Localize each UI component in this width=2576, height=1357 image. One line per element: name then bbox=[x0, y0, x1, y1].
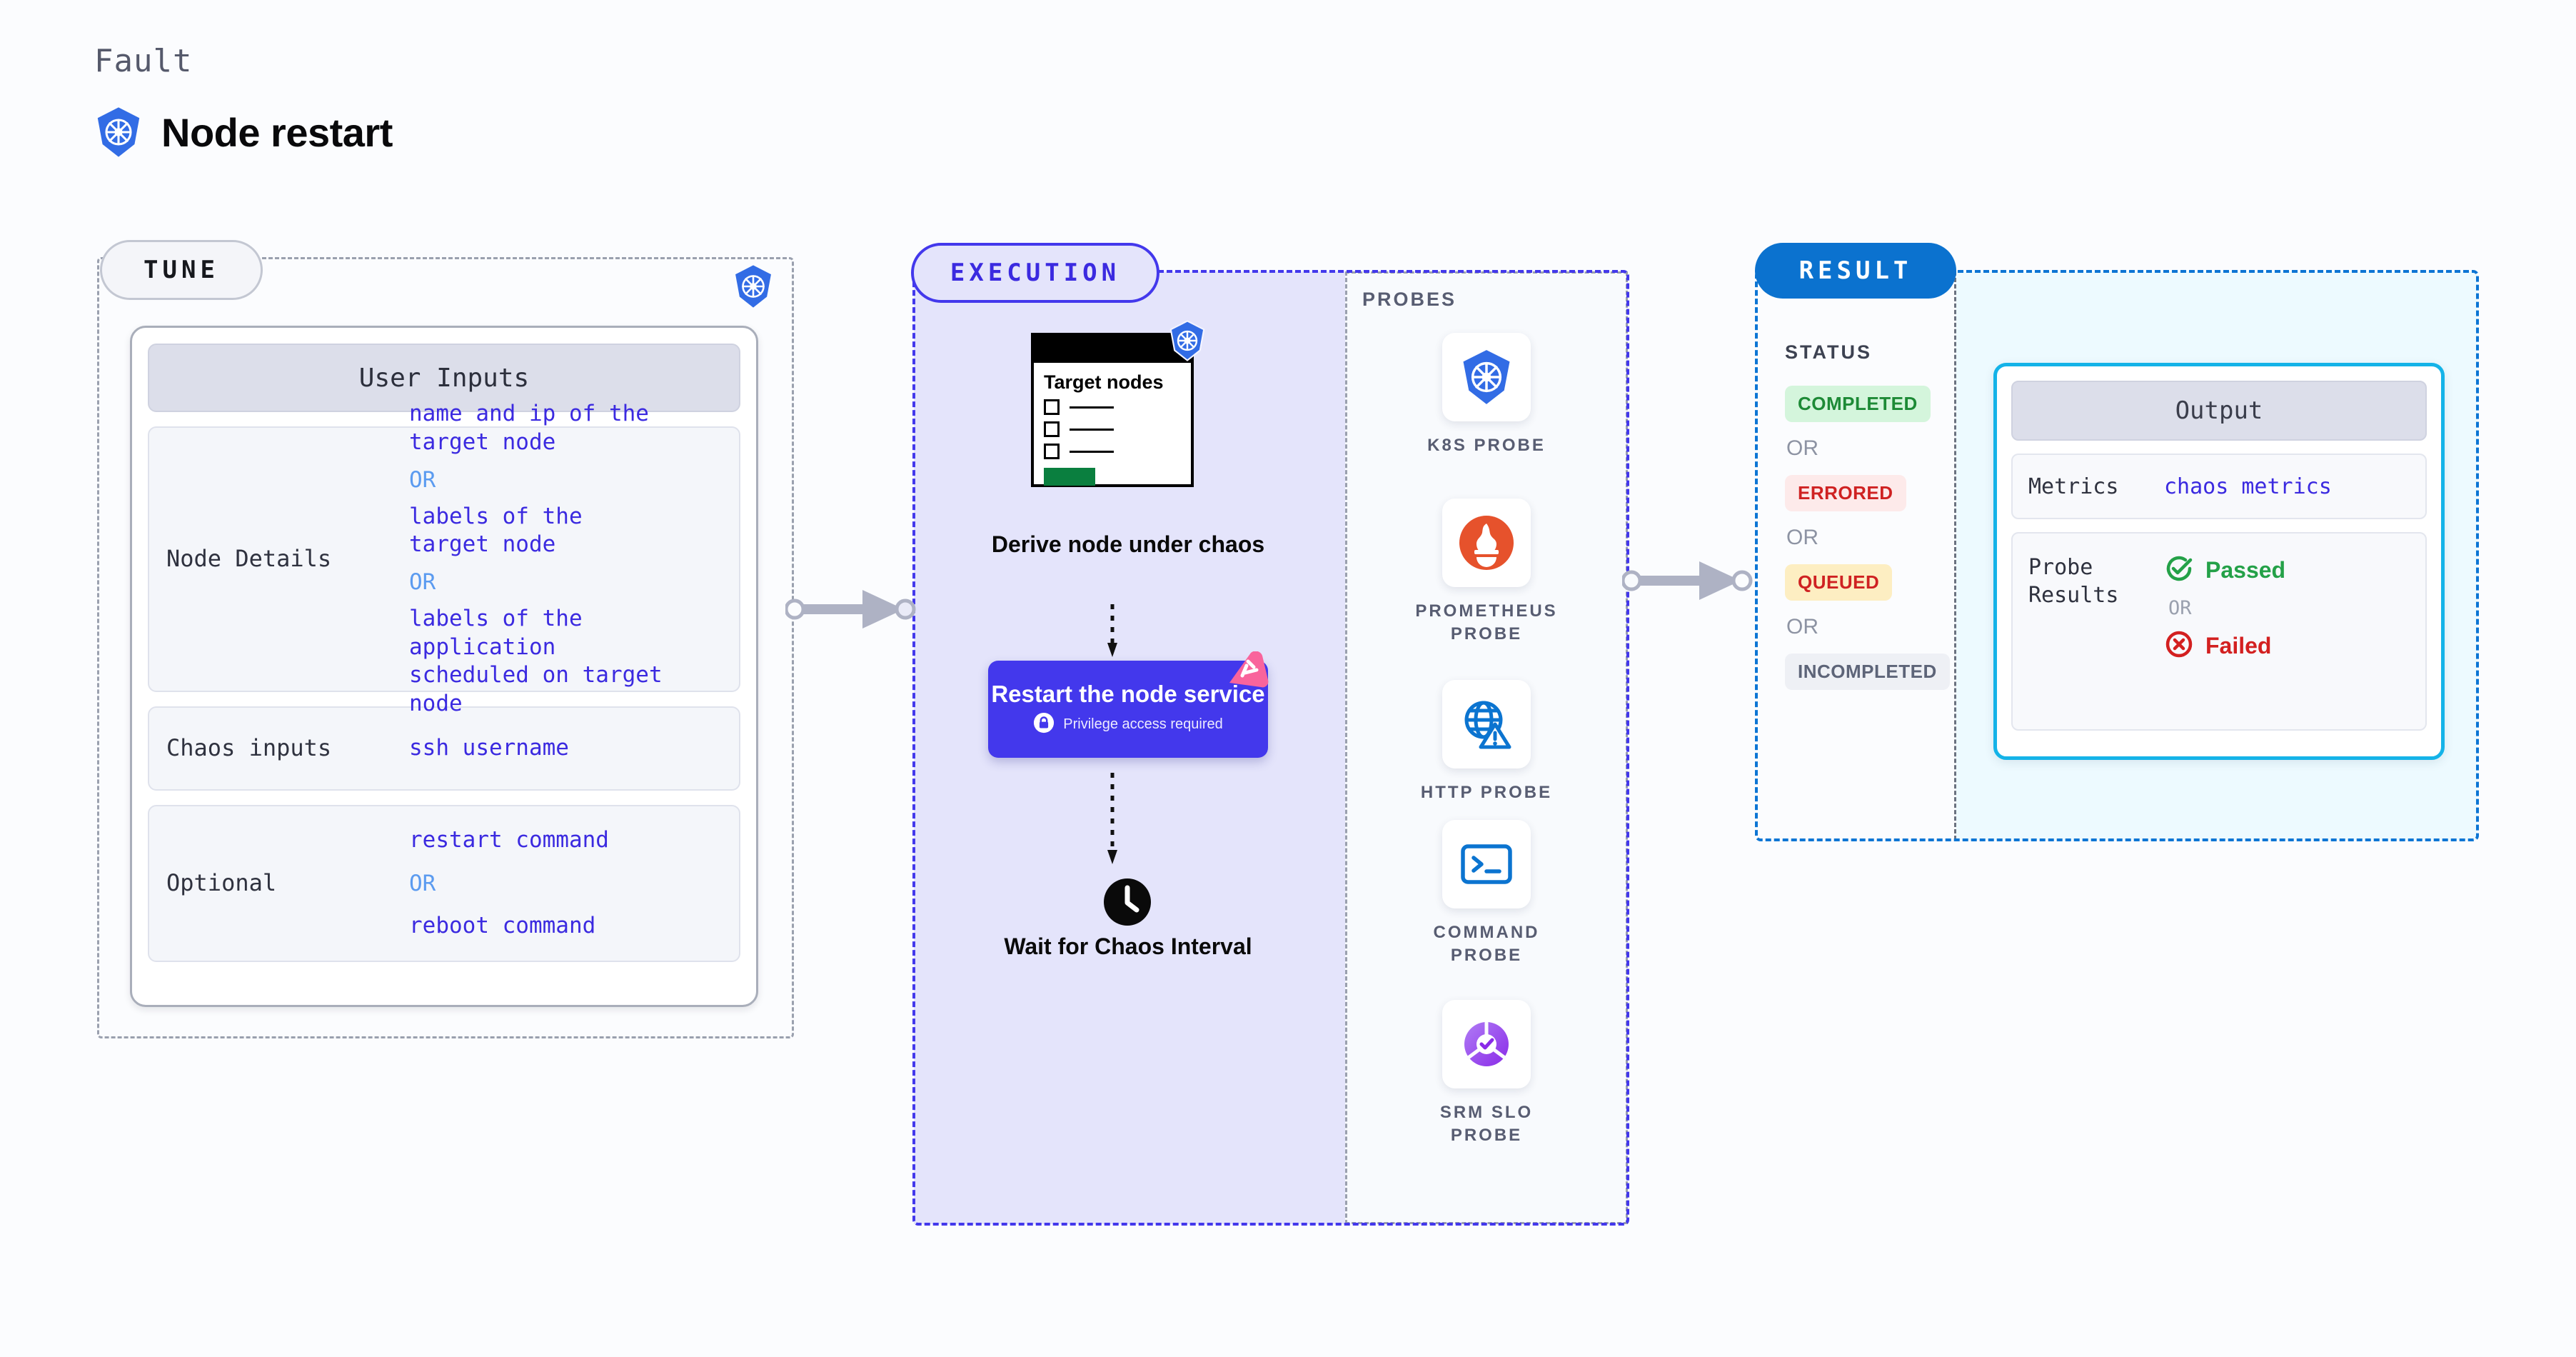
probe-label: COMMAND PROBE bbox=[1433, 923, 1540, 966]
list-item bbox=[1044, 399, 1181, 416]
row-value: restart command bbox=[409, 827, 609, 853]
status-separator: OR bbox=[1786, 615, 1818, 639]
result-status-region bbox=[1756, 271, 1956, 840]
x-circle-icon bbox=[2164, 629, 2194, 663]
status-section-label: STATUS bbox=[1785, 341, 1872, 363]
chaos-ribbon-icon bbox=[1227, 651, 1271, 696]
row-key: Chaos inputs bbox=[166, 734, 332, 762]
output-card: Output Metrics chaos metrics Probe Resul… bbox=[1993, 363, 2445, 760]
flow-arrow-down bbox=[1107, 773, 1117, 864]
checkbox-icon bbox=[1044, 421, 1060, 438]
row-value: labels of the application scheduled on t… bbox=[409, 606, 663, 717]
row-key: Optional bbox=[166, 869, 277, 897]
probe-result-separator: OR bbox=[2168, 597, 2192, 619]
flow-arrow-down bbox=[1107, 604, 1117, 657]
page-title: Node restart bbox=[161, 109, 393, 155]
row-separator: OR bbox=[409, 871, 436, 896]
execution-pill-label: EXECUTION bbox=[911, 243, 1159, 303]
row-separator: OR bbox=[409, 466, 436, 493]
kubernetes-icon bbox=[94, 106, 143, 158]
table-row: Node Details name and ip of the target n… bbox=[148, 401, 740, 716]
status-badge-completed: COMPLETED bbox=[1785, 386, 1931, 422]
command-probe-icon bbox=[1442, 820, 1531, 908]
row-value: ssh username bbox=[409, 735, 569, 761]
table-row: Chaos inputs ssh username bbox=[148, 706, 740, 791]
execution-panel bbox=[912, 270, 1629, 1226]
row-key: Probe Results bbox=[2028, 555, 2119, 608]
target-nodes-title: Target nodes bbox=[1044, 371, 1164, 393]
privilege-note: Privilege access required bbox=[1063, 716, 1223, 733]
result-panel bbox=[1755, 270, 2479, 841]
kubernetes-probe-icon bbox=[1442, 333, 1531, 421]
status-list: COMPLETED OR ERRORED OR QUEUED OR INCOMP… bbox=[1785, 386, 1963, 690]
srm-slo-probe-icon bbox=[1442, 1000, 1531, 1088]
restart-step-title: Restart the node service bbox=[991, 680, 1265, 707]
row-value: name and ip of the target node bbox=[409, 401, 649, 455]
prometheus-probe-icon bbox=[1442, 499, 1531, 587]
table-row: Probe Results Passed OR bbox=[2011, 532, 2427, 731]
probe-item-k8s[interactable]: K8S PROBE bbox=[1408, 333, 1565, 457]
output-header: Output bbox=[2011, 381, 2427, 441]
derive-node-label: Derive node under chaos bbox=[991, 531, 1265, 557]
row-separator: OR bbox=[409, 569, 436, 595]
connector-arrow-execution-to-result bbox=[1622, 561, 1753, 600]
placeholder-line bbox=[1070, 406, 1114, 409]
probe-label: HTTP PROBE bbox=[1420, 783, 1553, 802]
progress-bar bbox=[1044, 468, 1095, 486]
restart-node-service-step[interactable]: Restart the node service Privilege acces… bbox=[988, 661, 1268, 758]
checkbox-icon bbox=[1044, 399, 1060, 416]
chaos-metrics-link[interactable]: chaos metrics bbox=[2164, 474, 2332, 499]
probe-item-srm-slo[interactable]: SRM SLO PROBE bbox=[1408, 1000, 1565, 1148]
lock-icon bbox=[1033, 712, 1055, 737]
page-title-row: Node restart bbox=[94, 106, 393, 158]
passed-label: Passed bbox=[2205, 557, 2286, 583]
probes-section-label: PROBES bbox=[1362, 289, 1457, 310]
probe-label: K8S PROBE bbox=[1427, 436, 1546, 455]
list-item bbox=[1044, 444, 1181, 460]
connector-arrow-tune-to-execution bbox=[785, 590, 916, 629]
tune-pill-label: TUNE bbox=[100, 240, 263, 300]
list-item bbox=[1044, 421, 1181, 438]
probe-item-prometheus[interactable]: PROMETHEUS PROBE bbox=[1408, 499, 1565, 646]
placeholder-line bbox=[1070, 450, 1114, 453]
check-circle-icon bbox=[2164, 554, 2194, 587]
result-pill-label: RESULT bbox=[1755, 243, 1956, 299]
row-key: Metrics bbox=[2028, 474, 2119, 499]
status-separator: OR bbox=[1786, 526, 1818, 549]
table-row: Optional restart command OR reboot comma… bbox=[148, 805, 740, 962]
row-value: reboot command bbox=[409, 913, 596, 938]
wait-chaos-interval-label: Wait for Chaos Interval bbox=[1004, 933, 1252, 959]
row-value: labels of the target node bbox=[409, 503, 583, 558]
kubernetes-icon bbox=[733, 264, 774, 312]
status-badge-incompleted: INCOMPLETED bbox=[1785, 654, 1950, 690]
row-values: restart command OR reboot command bbox=[409, 826, 722, 940]
failed-label: Failed bbox=[2205, 633, 2272, 659]
probe-result-passed: Passed bbox=[2164, 554, 2285, 587]
placeholder-line bbox=[1070, 428, 1114, 431]
row-key: Node Details bbox=[166, 545, 332, 573]
kubernetes-icon bbox=[1168, 320, 1207, 365]
status-badge-queued: QUEUED bbox=[1785, 564, 1893, 601]
checkbox-icon bbox=[1044, 444, 1060, 460]
table-row: Metrics chaos metrics bbox=[2011, 454, 2427, 519]
http-probe-icon bbox=[1442, 680, 1531, 768]
probe-label: SRM SLO PROBE bbox=[1439, 1103, 1534, 1146]
status-badge-errored: ERRORED bbox=[1785, 475, 1906, 511]
probe-label: PROMETHEUS PROBE bbox=[1415, 601, 1558, 644]
target-nodes-card: Target nodes bbox=[1031, 333, 1194, 487]
row-values: ssh username bbox=[409, 734, 722, 763]
probe-item-command[interactable]: COMMAND PROBE bbox=[1408, 820, 1565, 968]
user-inputs-card: User Inputs Node Details name and ip of … bbox=[130, 326, 758, 1007]
status-separator: OR bbox=[1786, 436, 1818, 460]
clock-icon bbox=[1102, 877, 1152, 931]
row-values: name and ip of the target node OR labels… bbox=[409, 400, 722, 718]
probe-results-values: Passed OR Failed bbox=[2164, 554, 2285, 663]
page-header: Fault Node restart bbox=[94, 43, 393, 158]
user-inputs-header: User Inputs bbox=[148, 344, 740, 412]
probe-result-failed: Failed bbox=[2164, 629, 2285, 663]
page-eyebrow: Fault bbox=[94, 43, 193, 79]
card-title-bar bbox=[1034, 336, 1191, 363]
probe-item-http[interactable]: HTTP PROBE bbox=[1408, 680, 1565, 804]
